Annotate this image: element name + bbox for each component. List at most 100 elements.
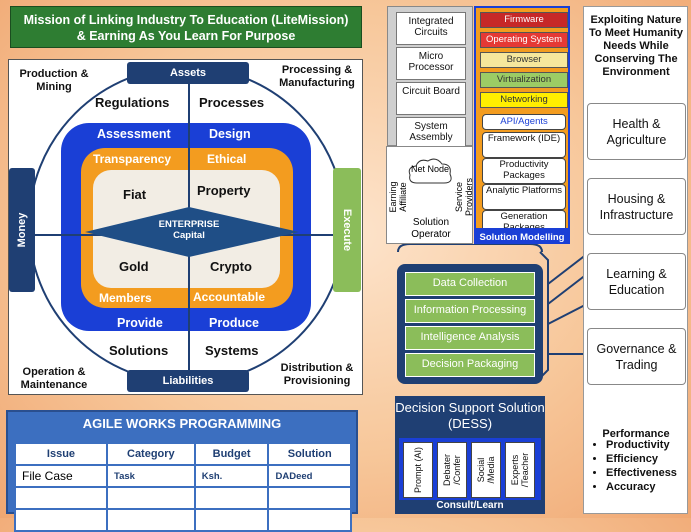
agile-empty-cell[interactable] (193, 508, 270, 532)
net-node-label: Net Node (410, 164, 450, 174)
api-agents: API/Agents (482, 114, 566, 130)
dess-social-media[interactable]: Social /Media (471, 442, 501, 498)
dess-experts-teacher[interactable]: Experts /Teacher (505, 442, 535, 498)
corner-distribution-provisioning: Distribution &Provisioning (280, 362, 354, 387)
solution-operator-panel: Earning Affiliate Service Providers Net … (386, 146, 474, 244)
label-solutions: Solutions (109, 343, 169, 358)
productivity-packages: Productivity Packages (482, 158, 566, 184)
agile-empty-cell[interactable] (267, 508, 352, 532)
liabilities-tab: Liabilities (127, 370, 249, 392)
pipeline-information-processing: Information Processing (405, 299, 535, 323)
solution-modelling-label: Solution Modelling (479, 232, 565, 243)
agile-empty-cell[interactable] (14, 486, 108, 510)
enterprise-diamond (85, 207, 299, 257)
diagram-shapes (21, 66, 354, 384)
dess-panel: Decision Support Solution (DESS) Prompt … (395, 396, 545, 514)
cloud-icon (408, 158, 452, 184)
label-crypto: Crypto (210, 259, 252, 274)
stack-operating-system: Operating System (480, 32, 568, 48)
list-item: Efficiency (606, 452, 677, 466)
dess-prompt-ai[interactable]: Prompt (AI) (403, 442, 433, 498)
dess-options: Prompt (AI) Debater /Confer Social /Medi… (399, 438, 541, 500)
enterprise-diagram: Production &Mining Processing &Manufactu… (8, 59, 363, 395)
label-ethical: Ethical (207, 152, 247, 166)
label-members: Members (99, 291, 152, 305)
hw-circuit-board: Circuit Board (396, 82, 466, 115)
stack-firmware: Firmware (480, 12, 568, 28)
agile-empty-cell[interactable] (267, 486, 352, 510)
agile-col-category: Category (105, 442, 196, 466)
agile-empty-cell[interactable] (105, 486, 196, 510)
hardware-panel: Integrated Circuits Micro Processor Circ… (387, 6, 473, 150)
service-providers: Service Providers (454, 178, 474, 217)
consult-learn-label: Consult/Learn (436, 500, 504, 511)
card-housing-infrastructure: Housing & Infrastructure (587, 178, 686, 235)
label-gold: Gold (119, 259, 149, 274)
pipeline-intelligence-analysis: Intelligence Analysis (405, 326, 535, 350)
list-item: Accuracy (606, 480, 677, 494)
analytic-platforms: Analytic Platforms (482, 184, 566, 210)
label-fiat: Fiat (123, 187, 147, 202)
agile-cell-solution[interactable]: DADeed (267, 464, 352, 488)
label-design: Design (209, 127, 251, 141)
mission-title: Mission of Linking Industry To Education… (10, 6, 362, 48)
agile-works-panel: AGILE WORKS PROGRAMMING Issue Category B… (6, 410, 358, 532)
label-assessment: Assessment (97, 127, 171, 141)
solution-modelling-panel: Firmware Operating System Browser Virtua… (474, 6, 570, 244)
mission-title-line1: Mission of Linking Industry To Education… (23, 13, 349, 27)
card-governance-trading: Governance & Trading (587, 328, 686, 385)
right-heading: Exploiting Nature To Meet Humanity Needs… (589, 14, 683, 78)
money-label: Money (16, 212, 28, 248)
pipeline-data-collection: Data Collection (405, 272, 535, 296)
pipeline-decision-packaging: Decision Packaging (405, 353, 535, 377)
agile-title: AGILE WORKS PROGRAMMING (82, 416, 282, 431)
pipeline-panel: Data Collection Information Processing I… (397, 264, 543, 384)
stack-virtualization: Virtualization (480, 72, 568, 88)
performance-title: Performance (602, 428, 670, 440)
stack-browser: Browser (480, 52, 568, 68)
card-learning-education: Learning & Education (587, 253, 686, 310)
execute-tab: Execute (333, 168, 361, 292)
card-health-agriculture: Health & Agriculture (587, 103, 686, 160)
label-regulations: Regulations (95, 95, 170, 110)
stack-networking: Networking (480, 92, 568, 108)
agile-cell-budget[interactable]: Ksh. (193, 464, 270, 488)
label-transparency: Transparency (93, 152, 172, 166)
list-item: Effectiveness (606, 466, 677, 480)
agile-cell-issue[interactable]: File Case (14, 464, 108, 488)
label-processes: Processes (199, 95, 265, 110)
performance-list: Productivity Efficiency Effectiveness Ac… (586, 438, 677, 494)
list-item: Productivity (606, 438, 677, 452)
agile-table: Issue Category Budget Solution File Case… (14, 442, 352, 532)
label-produce: Produce (209, 316, 260, 330)
dess-debater-confer[interactable]: Debater /Confer (437, 442, 467, 498)
corner-production-mining: Production &Mining (19, 68, 89, 93)
label-accountable: Accountable (193, 290, 266, 304)
label-systems: Systems (205, 343, 259, 358)
table-row: File Case Task Ksh. DADeed (14, 464, 352, 488)
agile-col-solution: Solution (267, 442, 352, 466)
money-tab: Money (9, 168, 35, 292)
hw-system-assembly: System Assembly (396, 117, 466, 150)
corner-processing-manufacturing: Processing &Manufacturing (279, 64, 355, 89)
label-provide: Provide (117, 316, 163, 330)
dess-title: Decision Support Solution (DESS) (395, 400, 545, 431)
agile-empty-cell[interactable] (105, 508, 196, 532)
agile-header-row: Issue Category Budget Solution (14, 442, 352, 466)
hw-integrated-circuits: Integrated Circuits (396, 12, 466, 45)
table-row (14, 508, 352, 532)
agile-cell-category[interactable]: Task (105, 464, 196, 488)
connector-lines (397, 244, 588, 379)
agile-col-budget: Budget (193, 442, 270, 466)
label-property: Property (197, 183, 251, 198)
assets-tab: Assets (127, 62, 249, 84)
agile-empty-cell[interactable] (14, 508, 108, 532)
framework-ide: Framework (IDE) (482, 132, 566, 158)
agile-empty-cell[interactable] (193, 486, 270, 510)
solution-operator-label: Solution Operator (411, 217, 451, 240)
execute-label: Execute (341, 208, 353, 252)
table-row (14, 486, 352, 510)
mission-title-line2: & Earning As You Learn For Purpose (76, 29, 296, 43)
agile-col-issue: Issue (14, 442, 108, 466)
